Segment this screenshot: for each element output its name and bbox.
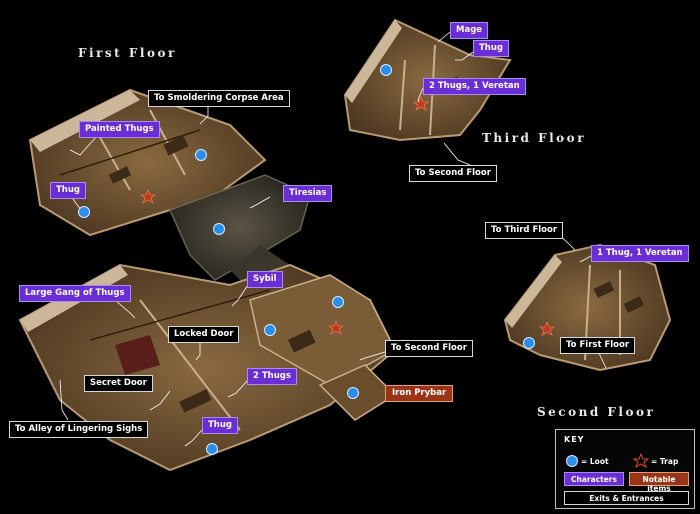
loot-marker-icon <box>213 223 225 235</box>
legend-title: KEY <box>564 435 585 444</box>
map-legend: KEY = Loot = Trap Characters Notable ite… <box>555 429 695 509</box>
callout-to-alley-of-lingering-sighs: To Alley of Lingering Sighs <box>9 421 149 438</box>
callout-sybil: Sybil <box>247 271 283 288</box>
loot-marker-icon <box>566 455 578 467</box>
callout-to-second-floor-from-first: To Second Floor <box>385 340 473 357</box>
callout-two-thugs-one-veretan: 2 Thugs, 1 Veretan <box>423 78 526 95</box>
loot-markers <box>78 64 535 455</box>
first-floor-title: First Floor <box>78 46 177 60</box>
callout-locked-door: Locked Door <box>168 326 240 343</box>
trap-star-icon <box>328 320 344 335</box>
callout-to-third-floor: To Third Floor <box>485 222 564 239</box>
loot-marker-icon <box>347 387 359 399</box>
loot-marker-icon <box>332 296 344 308</box>
loot-marker-icon <box>78 206 90 218</box>
callout-to-first-floor: To First Floor <box>560 337 636 354</box>
legend-loot-label: = Loot <box>581 457 609 466</box>
legend-characters-swatch: Characters <box>564 472 624 486</box>
callout-to-smoldering-corpse-area: To Smoldering Corpse Area <box>148 90 290 107</box>
loot-marker-icon <box>206 443 218 455</box>
trap-star-icon <box>140 189 156 204</box>
callout-iron-prybar: Iron Prybar <box>385 385 454 402</box>
callout-to-second-floor-from-third: To Second Floor <box>409 165 497 182</box>
callout-large-gang-of-thugs: Large Gang of Thugs <box>19 285 131 302</box>
callout-thug-third-floor: Thug <box>473 40 509 57</box>
callout-one-thug-one-veretan: 1 Thug, 1 Veretan <box>591 245 689 262</box>
second-floor-title: Second Floor <box>537 405 656 419</box>
loot-marker-icon <box>380 64 392 76</box>
callout-thug-first-floor: Thug <box>50 182 86 199</box>
trap-star-icon <box>633 453 649 469</box>
lower-rooms <box>18 263 397 472</box>
trap-star-icon <box>539 321 555 336</box>
loot-marker-icon <box>523 337 535 349</box>
callout-thug-bottom: Thug <box>202 417 238 434</box>
legend-trap-label: = Trap <box>651 457 679 466</box>
callout-two-thugs: 2 Thugs <box>247 368 297 385</box>
callout-tiresias: Tiresias <box>283 185 333 202</box>
third-floor-title: Third Floor <box>482 131 587 145</box>
legend-exits-swatch: Exits & Entrances <box>564 491 689 505</box>
trap-star-icon <box>413 96 429 111</box>
legend-notable-items-swatch: Notable items <box>629 472 689 493</box>
callout-mage: Mage <box>450 22 489 39</box>
callout-painted-thugs: Painted Thugs <box>79 121 160 138</box>
trap-markers <box>140 96 555 336</box>
loot-marker-icon <box>264 324 276 336</box>
callout-secret-door: Secret Door <box>84 375 153 392</box>
loot-marker-icon <box>195 149 207 161</box>
